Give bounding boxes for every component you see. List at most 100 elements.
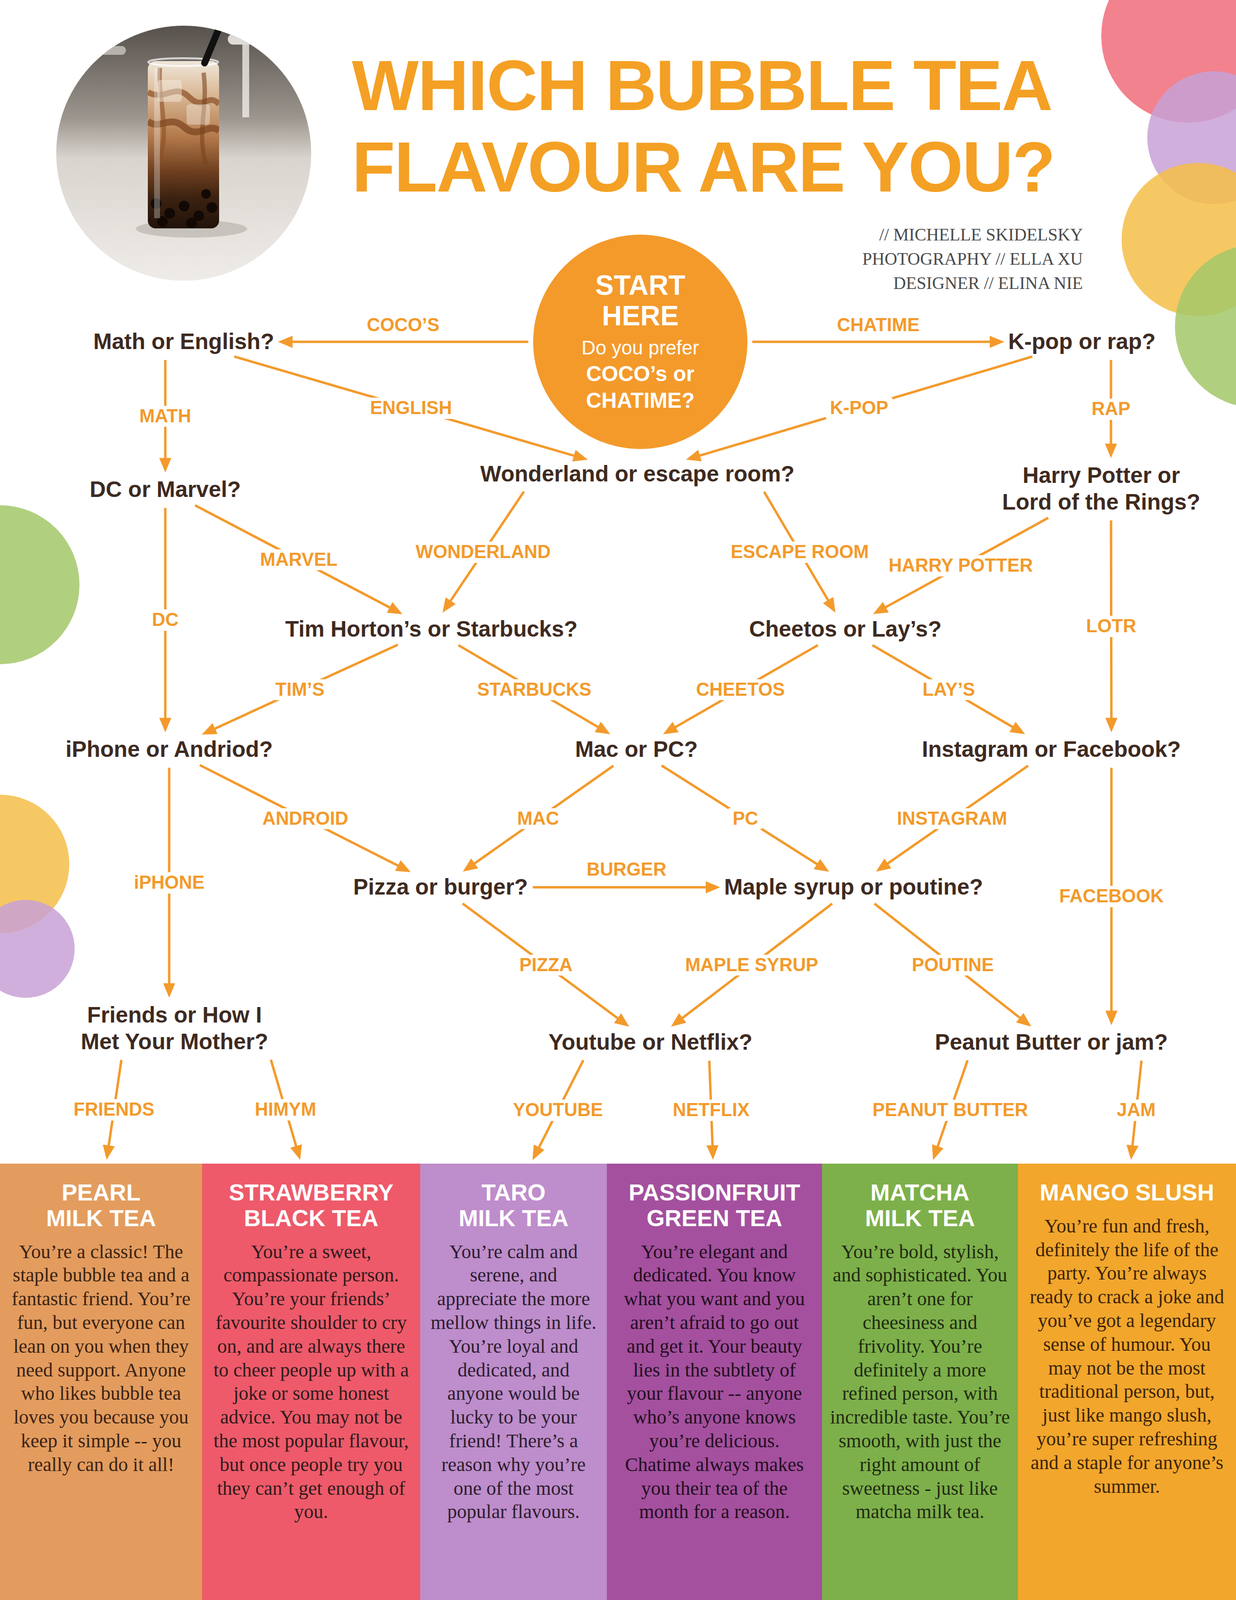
answer-label: ESCAPE ROOM (730, 541, 869, 563)
decor-bubble (0, 505, 80, 665)
result-band: MANGO SLUSHYou’re fun and fresh, definit… (1017, 1163, 1236, 1600)
question-node: Mac or PC? (574, 735, 698, 763)
answer-label: ENGLISH (369, 397, 452, 419)
question-label: Instagram or Facebook? (921, 735, 1181, 763)
answer-label: JAM (1116, 1099, 1156, 1121)
answer-label-patch: PIZZA (515, 954, 577, 976)
pearl (186, 217, 197, 229)
flavour-description: You’re fun and fresh, definitely the lif… (1025, 1214, 1229, 1499)
answer-label: BURGER (586, 858, 667, 881)
question-label: Youtube or Netflix? (548, 1028, 753, 1056)
answer-label-patch: COCO’S (363, 314, 444, 336)
answer-label: HARRY POTTER (888, 554, 1033, 577)
ice-cube (186, 104, 210, 125)
pearl (164, 207, 175, 219)
flavour-description: You’re a classic! The staple bubble tea … (7, 1239, 195, 1477)
decor-bubble (1174, 244, 1236, 408)
credit-line: // MICHELLE SKIDELSKY (862, 222, 1083, 247)
result-band: PEARL MILK TEAYou’re a classic! The stap… (0, 1163, 203, 1600)
credits-area: // MICHELLE SKIDELSKYPHOTOGRAPHY // ELLA… (862, 222, 1083, 296)
question-label: Cheetos or Lay’s? (748, 615, 942, 643)
question-node: Wonderland or escape room? (480, 460, 795, 488)
answer-label: iPHONE (133, 871, 205, 894)
answer-label-patch: K-POP (825, 397, 892, 419)
flow-arrow (199, 764, 399, 866)
flavour-description: You’re a sweet, compassionate person. Yo… (209, 1239, 413, 1524)
answer-label-patch: MAC (513, 808, 564, 830)
answer-label: PIZZA (519, 954, 573, 976)
flow-arrow (532, 886, 707, 889)
answer-label-patch: LOTR (1082, 615, 1141, 637)
answer-label-patch: MAPLE SYRUP (681, 954, 822, 976)
answer-label: PEANUT BUTTER (872, 1099, 1029, 1121)
flavour-name: PASSIONFRUIT GREEN TEA (617, 1179, 812, 1232)
glass-highlight (154, 67, 160, 219)
answer-label-patch: HIMYM (251, 1098, 321, 1121)
answer-label-patch: PC (728, 808, 762, 830)
chair-back (227, 33, 301, 45)
flow-arrow (872, 645, 1014, 728)
answer-label-patch: CHATIME (833, 314, 924, 336)
answer-label: LAY’S (922, 679, 975, 701)
question-label: DC or Marvel? (89, 475, 241, 503)
chair-back (72, 46, 127, 55)
question-label: Harry Potter or Lord of the Rings? (997, 461, 1206, 516)
question-node: Pizza or burger? (353, 873, 528, 901)
question-label: Pizza or burger? (353, 873, 528, 901)
start-prompt: Do you prefer (581, 334, 699, 361)
answer-label: FRIENDS (73, 1098, 155, 1121)
question-label: Friends or How I Met Your Mother? (38, 1001, 311, 1055)
flow-arrow (698, 356, 1033, 456)
answer-label: NETFLIX (672, 1099, 750, 1121)
decor-bubble (0, 899, 75, 998)
answer-label: MAPLE SYRUP (684, 954, 818, 976)
answer-label-patch: MATH (135, 405, 196, 428)
answer-label: ANDROID (262, 808, 349, 830)
flow-arrow (661, 765, 818, 865)
question-node: DC or Marvel? (89, 475, 241, 503)
question-label: Maple syrup or poutine? (724, 873, 983, 901)
question-label: Tim Horton’s or Starbucks? (285, 615, 578, 643)
flow-arrow (458, 645, 599, 728)
question-node: Maple syrup or poutine? (724, 873, 983, 901)
pearl (201, 189, 211, 199)
answer-label: POUTINE (911, 954, 994, 976)
start-title: START HERE (577, 269, 704, 331)
question-node: Harry Potter or Lord of the Rings? (997, 461, 1206, 516)
flavour-name: MATCHA MILK TEA (847, 1179, 993, 1232)
question-node: iPhone or Andriod? (65, 735, 273, 763)
start-choice: COCO’s or CHATIME? (557, 360, 723, 414)
question-label: Peanut Butter or jam? (934, 1028, 1169, 1056)
glass (147, 61, 220, 229)
flow-arrow (291, 340, 529, 344)
answer-label-patch: MARVEL (255, 549, 342, 571)
flow-arrow (214, 644, 398, 729)
answer-label-patch: iPHONE (129, 871, 209, 894)
answer-label-patch: NETFLIX (668, 1099, 754, 1121)
answer-label: MATH (139, 405, 192, 428)
question-label: Math or English? (93, 328, 274, 355)
question-label: Wonderland or escape room? (480, 460, 795, 488)
answer-label: DC (152, 609, 179, 631)
question-node: K-pop or rap? (1008, 328, 1156, 355)
answer-label: COCO’S (366, 314, 440, 336)
question-label: Mac or PC? (574, 735, 698, 763)
credit-line: DESIGNER // ELINA NIE (862, 270, 1083, 296)
flow-arrow (194, 505, 391, 608)
question-node: Peanut Butter or jam? (934, 1028, 1169, 1056)
answer-label: INSTAGRAM (897, 808, 1008, 830)
answer-label: MARVEL (259, 549, 338, 571)
credit-line: PHOTOGRAPHY // ELLA XU (862, 246, 1083, 271)
answer-label: CHEETOS (696, 679, 785, 701)
flow-arrow (674, 645, 818, 728)
answer-label-patch: INSTAGRAM (893, 808, 1012, 830)
flavour-name: TARO MILK TEA (453, 1179, 575, 1232)
photo (56, 25, 312, 281)
question-label: K-pop or rap? (1008, 328, 1156, 355)
title: WHICH BUBBLE TEA FLAVOUR ARE YOU? (351, 45, 1138, 208)
answer-label-patch: ANDROID (258, 808, 352, 830)
result-band: MATCHA MILK TEAYou’re bold, stylish, and… (822, 1163, 1018, 1600)
answer-label-patch: WONDERLAND (412, 541, 555, 563)
